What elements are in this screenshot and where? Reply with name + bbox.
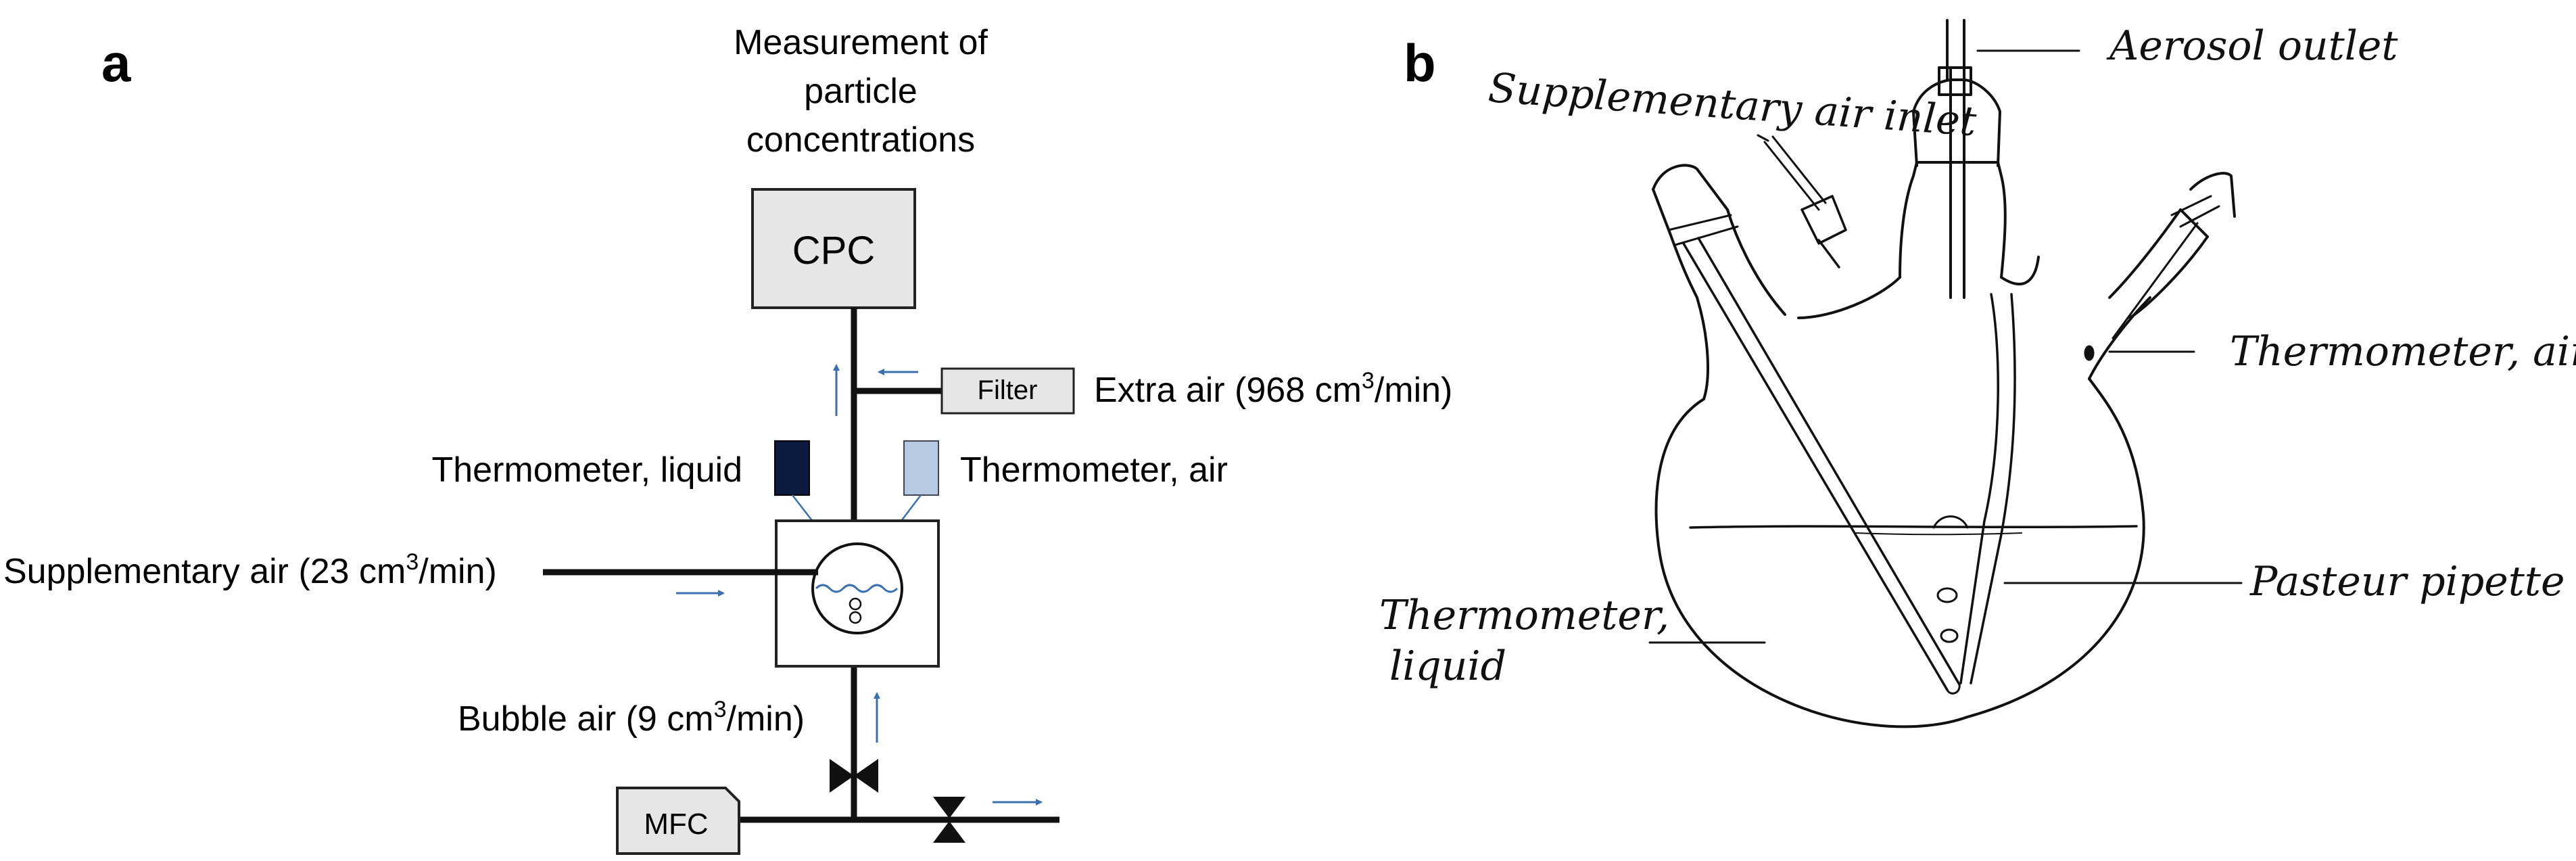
thermometer-liquid-tube xyxy=(1682,237,1961,691)
bubble-air-label: Bubble air (9 cm3/min) xyxy=(458,697,805,739)
left-neck xyxy=(1652,164,1729,235)
flask-left-shoulder xyxy=(1696,296,1709,400)
left-neck-lower xyxy=(1669,208,1786,316)
valve-vertical-icon xyxy=(830,759,854,793)
cpc-box xyxy=(751,188,916,309)
panel-b-labels: Aerosol outlet Supplementary air inlet T… xyxy=(1379,22,2576,690)
flask-bubble-2 xyxy=(1940,628,1959,643)
mfc-box xyxy=(616,787,740,855)
bubble-icon-2 xyxy=(849,611,862,624)
thermometer-air-label: Thermometer, air xyxy=(960,450,1228,490)
liquid-level xyxy=(1689,525,2138,529)
measurement-line-1: Measurement of xyxy=(734,23,988,62)
outlet-connector xyxy=(1938,66,1972,96)
valve-vertical-icon-right xyxy=(854,759,878,793)
supplementary-air-label: Supplementary air (23 cm3/min) xyxy=(3,549,497,591)
right-neck-lower xyxy=(2108,208,2209,319)
right-neck-band xyxy=(2170,195,2220,228)
measurement-caption: Measurement of particle concentrations xyxy=(734,23,988,160)
thermometer-liquid-hand-label-2: liquid xyxy=(1389,643,1506,690)
supplementary-inlet-tube xyxy=(1763,135,1827,211)
supplementary-inlet-pointer xyxy=(1757,134,1769,142)
thermometer-air-bulb xyxy=(2084,345,2095,361)
supplementary-inlet-connector xyxy=(1800,195,1847,269)
flask-right-shoulder xyxy=(2088,296,2151,380)
pasteur-pipette xyxy=(1959,293,2016,684)
cpc-label: CPC xyxy=(792,229,875,273)
left-neck-band xyxy=(1667,214,1739,246)
liquid-level-lower xyxy=(1855,532,2022,536)
thermometer-air-hand-label: Thermometer, air xyxy=(2230,328,2576,375)
filter-label: Filter xyxy=(978,375,1038,405)
thermometer-air-tube xyxy=(2112,222,2199,340)
center-neck-join-left xyxy=(1797,276,1901,319)
measurement-line-2: particle xyxy=(804,72,917,111)
center-neck-join-right xyxy=(2000,256,2040,285)
flask-outline xyxy=(1654,377,2145,728)
pasteur-pipette-label: Pasteur pipette xyxy=(2249,558,2565,605)
extra-air-label: Extra air (968 cm3/min) xyxy=(1094,368,1452,410)
center-neck xyxy=(1899,161,2007,279)
outlet-tube xyxy=(1946,19,1965,299)
valve-bottom-icon-lower xyxy=(933,821,965,843)
thermometer-liquid-icon xyxy=(774,440,810,496)
thermometer-liquid-tip xyxy=(1946,683,1961,695)
right-neck xyxy=(2179,172,2236,238)
panel-a: a Measurement of particle concentrations… xyxy=(3,23,1452,855)
mfc-label: MFC xyxy=(644,808,708,841)
aerosol-outlet-label: Aerosol outlet xyxy=(2106,22,2398,70)
valve-bottom-icon xyxy=(933,797,965,818)
supplementary-inlet-label: Supplementary air inlet xyxy=(1487,64,1978,145)
bubble-icon-1 xyxy=(849,597,862,611)
filter-box xyxy=(940,367,1075,415)
thermometer-liquid-label: Thermometer, liquid xyxy=(431,450,742,490)
thermometer-air-icon xyxy=(903,440,939,496)
flask-bubble-1 xyxy=(1936,587,1958,603)
vessel-liquid-wave xyxy=(815,584,899,593)
panel-b-letter: b xyxy=(1404,33,1436,93)
thermometer-liquid-hand-label-1: Thermometer, xyxy=(1379,592,1669,639)
panel-a-letter: a xyxy=(101,33,131,93)
liquid-level-bump xyxy=(1932,515,1969,529)
panel-b: b xyxy=(1379,19,2576,728)
measurement-line-3: concentrations xyxy=(746,120,975,160)
